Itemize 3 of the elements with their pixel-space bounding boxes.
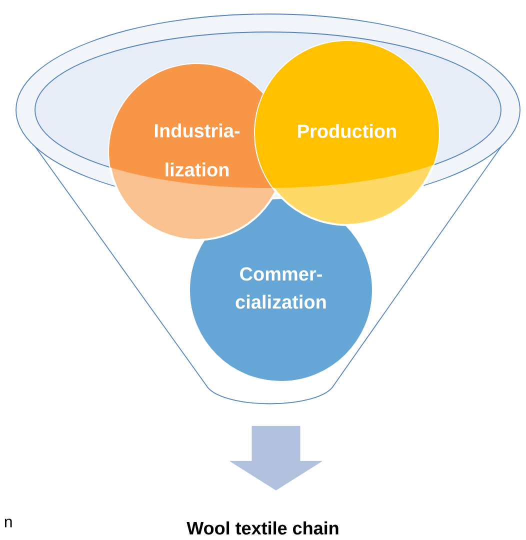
label: n: [4, 518, 12, 528]
caption-text: Wool textile chain: [186, 521, 338, 535]
block-arrow: [230, 426, 322, 490]
